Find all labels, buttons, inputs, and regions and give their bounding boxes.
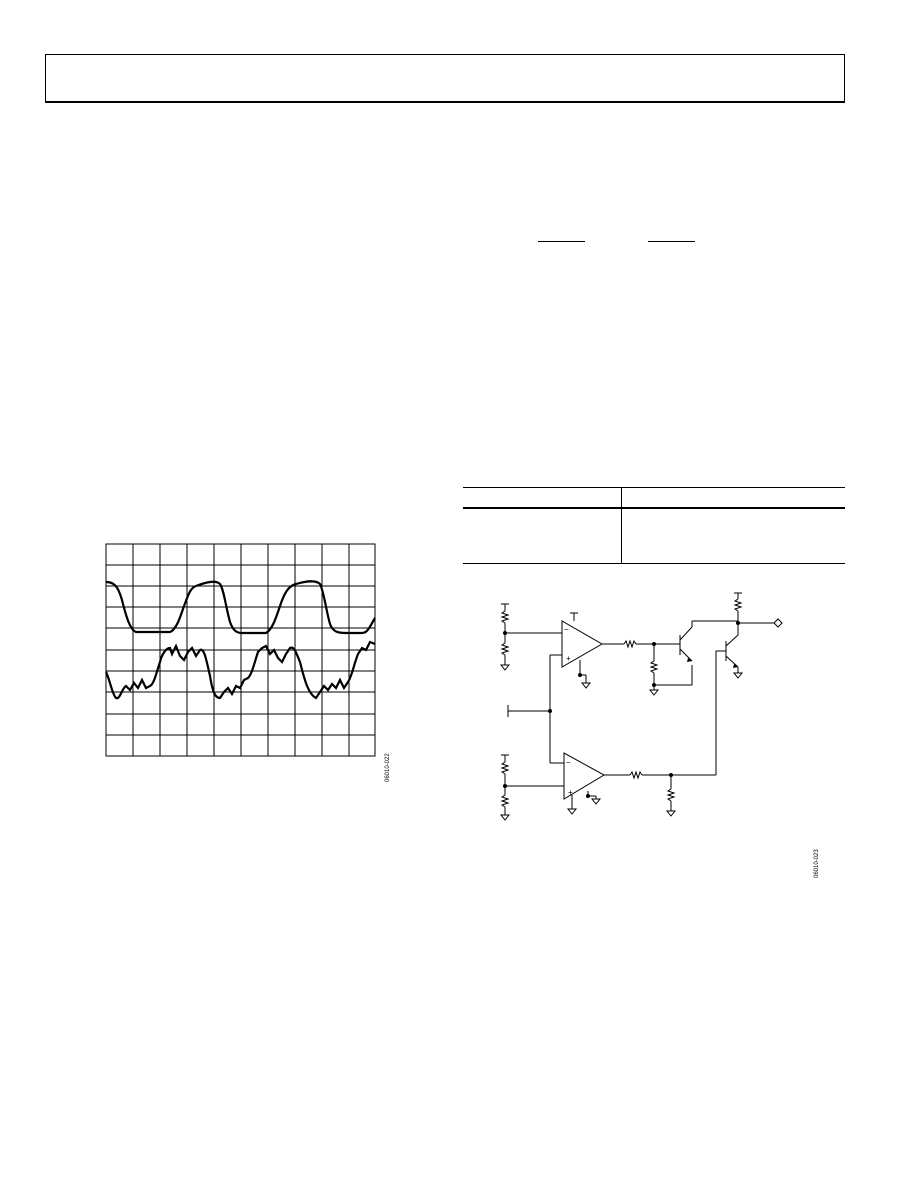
scope-graticule [105,543,376,757]
table-column-divider [621,487,622,564]
scope-trace-1 [105,580,376,635]
oscilloscope-plot [105,543,376,757]
upper-opamp [561,620,604,668]
equation-overline-1 [538,241,585,242]
svg-text:+: + [568,788,573,797]
table-header-rule [463,507,845,509]
lower-opamp [563,752,606,800]
table-bottom-rule [463,563,845,564]
equation-overline-2 [648,241,695,242]
table-top-rule [463,487,845,488]
scope-figure-code: 06010-022 [385,753,391,782]
page-header-frame [45,54,845,103]
circuit-figure-code: 06010-023 [814,849,820,878]
svg-text:−: − [566,758,571,767]
circuit-schematic: − + − + [499,592,783,821]
scope-trace-2 [105,640,376,700]
svg-text:+: + [566,654,571,663]
svg-text:−: − [564,625,569,634]
